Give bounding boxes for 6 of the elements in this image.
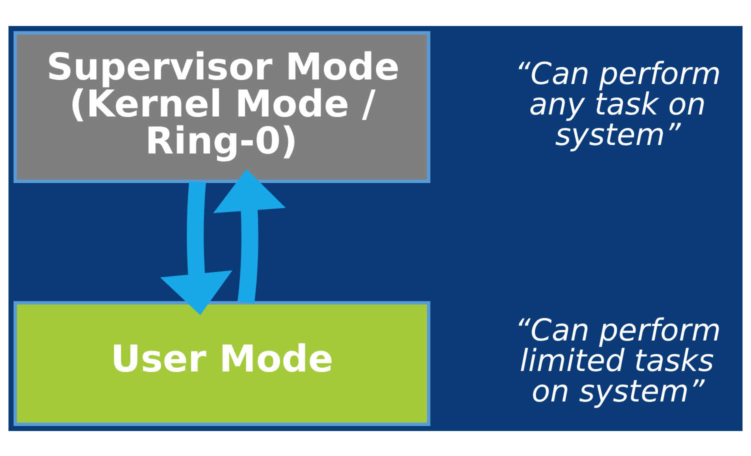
node-box: Supervisor Mode (Kernel Mode / Ring-0) bbox=[14, 30, 430, 182]
node-label: “Can perform limited tasks on system” bbox=[514, 313, 721, 409]
arrow bbox=[160, 180, 232, 315]
node-box: User Mode bbox=[14, 300, 430, 426]
arrow bbox=[213, 168, 286, 303]
node-label: “Can perform any task on system” bbox=[514, 56, 721, 152]
